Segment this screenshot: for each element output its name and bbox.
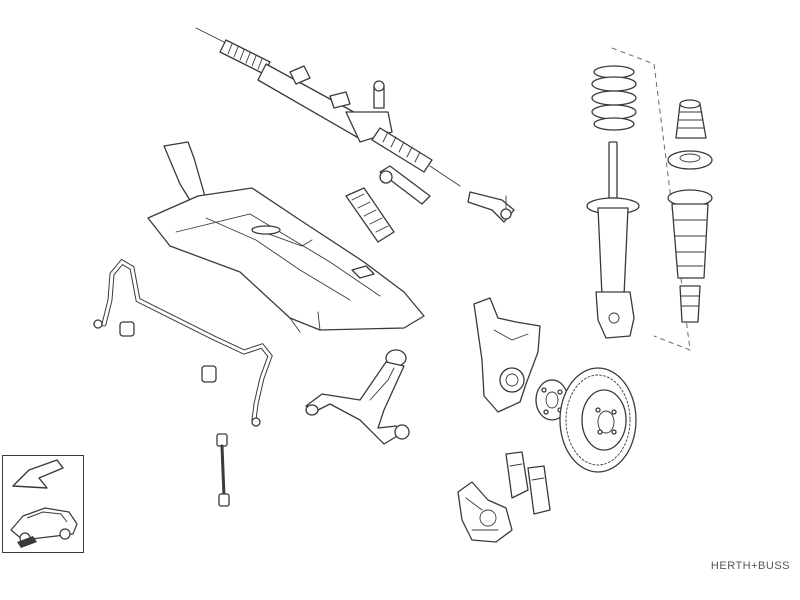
brake-caliper (457, 481, 513, 543)
control-arm (305, 349, 410, 445)
brand-logo: HERTH+BUSS (711, 560, 790, 572)
strut-mount (667, 150, 713, 170)
stabilizer-bush (119, 321, 217, 383)
dust-boot (667, 189, 713, 323)
shock-absorber (586, 141, 640, 339)
steering-boot (345, 187, 395, 243)
bump-stop (675, 99, 707, 139)
anti-roll-bar (93, 258, 273, 427)
steering-knuckle (473, 297, 541, 413)
stabilizer-link (216, 433, 230, 507)
brake-pads (505, 451, 551, 515)
location-inset (2, 455, 84, 553)
steering-rack (195, 27, 461, 187)
tie-rod-end (467, 191, 515, 223)
coil-spring (591, 65, 637, 131)
inner-tie-rod (379, 165, 431, 205)
brake-disc (559, 367, 637, 473)
front-subframe (147, 141, 425, 333)
brand-text: HERTH+BUSS (710, 560, 790, 572)
car-front-axle-location-icon (10, 459, 78, 548)
